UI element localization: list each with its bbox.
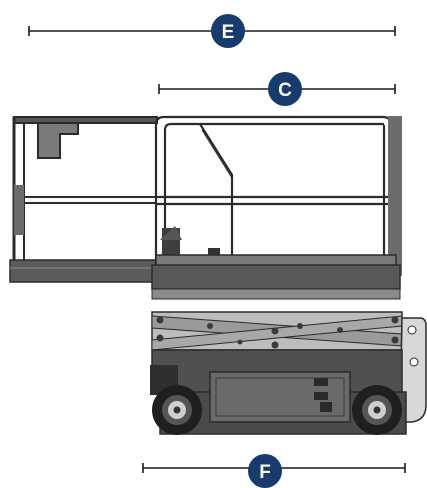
extension-deck: [9, 259, 161, 283]
dimension-c-badge: [268, 72, 302, 106]
scissor-stack: [151, 311, 403, 351]
dimension-f: F: [142, 454, 406, 488]
dimension-f-badge: [248, 454, 282, 488]
dimension-e-label: E: [222, 22, 235, 43]
main-platform-guardrail: [154, 115, 402, 276]
extension-deck-guardrail: [12, 116, 158, 265]
dimension-c: C: [158, 72, 396, 106]
dimension-c-label: C: [278, 80, 292, 101]
main-platform-deck: [151, 264, 401, 290]
dimension-f-label: F: [259, 462, 271, 483]
scissor-lift-illustration: [9, 115, 427, 435]
rear-wheel: [352, 385, 402, 435]
battery-tray: [209, 371, 351, 423]
dimension-e-badge: [211, 14, 245, 48]
front-wheel: [152, 385, 202, 435]
dimension-e: E: [28, 14, 396, 48]
